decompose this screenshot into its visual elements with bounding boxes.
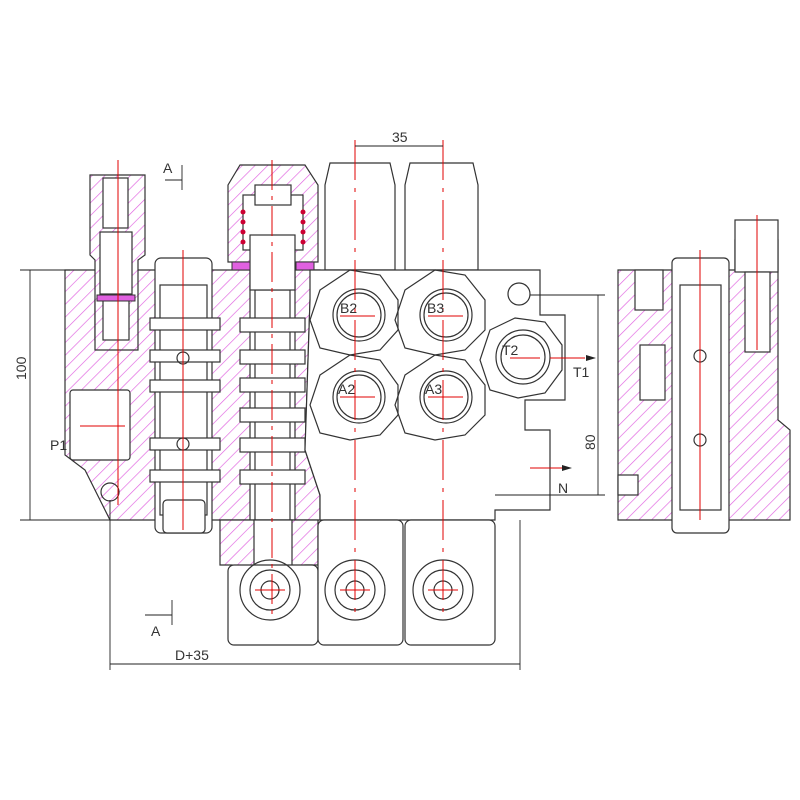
dimension-d-plus-35: D+35: [175, 647, 209, 663]
port-b3: [394, 269, 486, 356]
port-t2: [479, 317, 563, 399]
dimension-80: 80: [582, 434, 598, 450]
port-label-n: N: [558, 480, 568, 496]
port-label-b3: B3: [427, 300, 444, 316]
centerlines: [80, 140, 758, 620]
port-a2: [309, 354, 399, 441]
dimension-lines: [20, 145, 605, 670]
port-label-a3: A3: [425, 381, 442, 397]
side-view-section: [617, 219, 791, 534]
section-label-top: A: [163, 160, 173, 176]
port-label-t2: T2: [502, 342, 519, 358]
port-label-p1: P1: [50, 437, 67, 453]
port-a3: [394, 354, 486, 441]
port-label-t1: T1: [573, 364, 590, 380]
spool-caps-bottom: [219, 519, 496, 646]
port-label-a2: A2: [338, 381, 355, 397]
section-label-bottom: A: [151, 623, 161, 639]
dimension-100: 100: [13, 356, 29, 380]
port-b2: [309, 269, 399, 356]
port-label-b2: B2: [340, 300, 357, 316]
dimension-35: 35: [392, 129, 408, 145]
spool-covers-top: [324, 162, 479, 271]
port-block: [304, 269, 566, 521]
